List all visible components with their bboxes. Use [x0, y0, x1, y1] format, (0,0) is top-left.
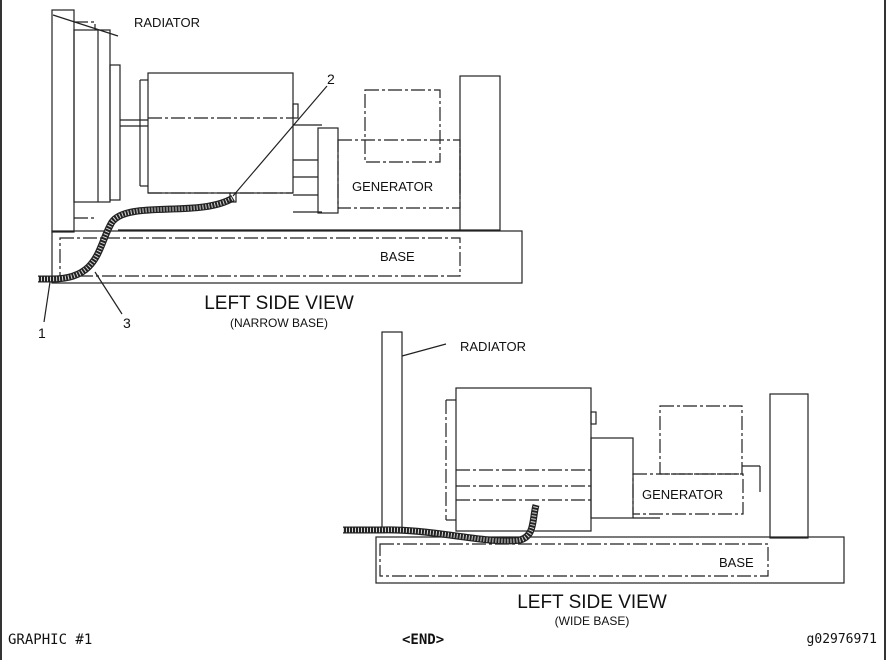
- narrow-base-view: RADIATOR GENERATOR BASE 1 2 3 LEFT SIDE …: [38, 9, 523, 341]
- wide-view-subtitle: (WIDE BASE): [555, 614, 630, 628]
- wide-engine: [445, 387, 660, 532]
- narrow-generator-label: GENERATOR: [352, 179, 433, 194]
- narrow-base: [51, 229, 523, 284]
- narrow-generator: [337, 75, 501, 231]
- wide-generator-label: GENERATOR: [642, 487, 723, 502]
- wide-radiator-label: RADIATOR: [460, 339, 526, 354]
- narrow-engine: [139, 72, 339, 214]
- narrow-hose: [38, 192, 237, 283]
- wide-hose: [343, 504, 540, 545]
- wide-base-view: RADIATOR GENERATOR BASE LEFT SIDE VIEW (…: [343, 331, 845, 628]
- wide-base: [375, 536, 845, 584]
- callout-3: 3: [123, 315, 131, 331]
- wide-radiator: [381, 331, 447, 533]
- figure-id: g02976971: [806, 632, 877, 647]
- narrow-view-title: LEFT SIDE VIEW: [204, 293, 354, 314]
- end-marker: <END>: [402, 632, 445, 648]
- callout-1: 1: [38, 325, 46, 341]
- narrow-radiator: [51, 9, 148, 233]
- wide-view-title: LEFT SIDE VIEW: [517, 592, 667, 613]
- narrow-base-label: BASE: [380, 249, 415, 264]
- callout-2: 2: [327, 71, 335, 87]
- wide-generator: [632, 393, 809, 539]
- callout-2-leader: [232, 85, 328, 197]
- narrow-radiator-label: RADIATOR: [134, 15, 200, 30]
- narrow-view-subtitle: (NARROW BASE): [230, 316, 328, 330]
- callout-3-leader: [94, 271, 123, 315]
- graphic-number-label: GRAPHIC #1: [8, 632, 93, 648]
- callout-1-leader: [43, 281, 51, 323]
- radiator-leader: [52, 14, 119, 37]
- wide-base-label: BASE: [719, 555, 754, 570]
